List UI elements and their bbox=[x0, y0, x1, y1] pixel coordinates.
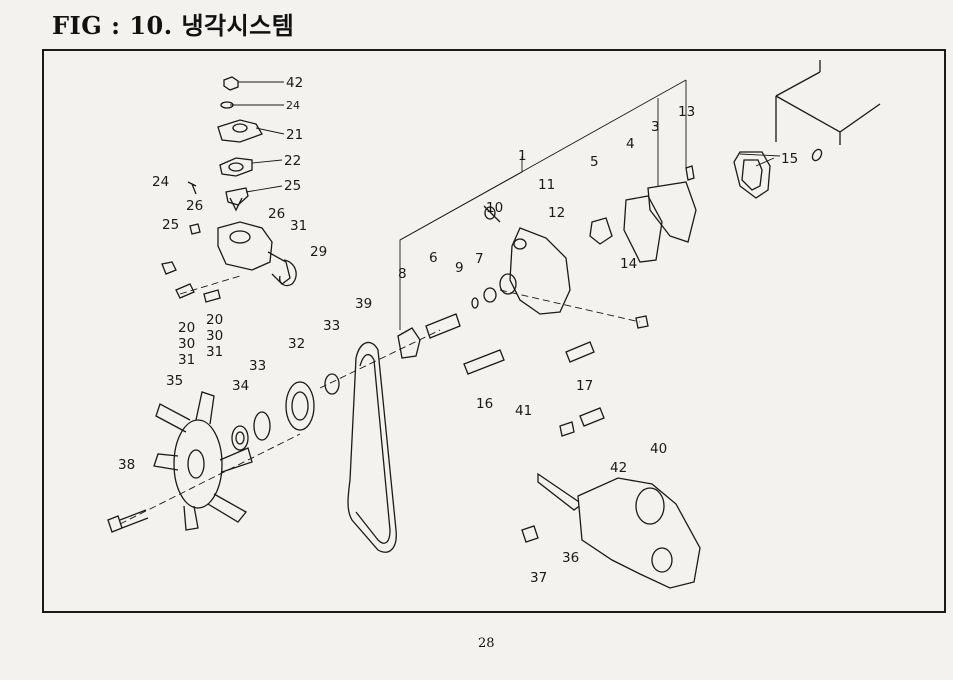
thermostat-housing bbox=[161, 76, 297, 303]
callout-label: 38 bbox=[118, 457, 135, 473]
callout-label: 13 bbox=[678, 104, 695, 120]
callout-label: 31 bbox=[178, 352, 195, 368]
callout-label: 8 bbox=[398, 266, 407, 282]
callout-label: 35 bbox=[166, 373, 183, 389]
callout-label: 14 bbox=[620, 256, 637, 272]
fan-spacer-and-pulley bbox=[231, 373, 340, 451]
page-number: 28 bbox=[478, 636, 495, 651]
v-belt bbox=[347, 341, 397, 553]
callout-label: 12 bbox=[548, 205, 565, 221]
callout-label: 26 bbox=[268, 206, 285, 222]
callout-label: 41 bbox=[515, 403, 532, 419]
diagram-frame bbox=[42, 49, 946, 613]
callout-label: 40 bbox=[650, 441, 667, 457]
gasket-15 bbox=[733, 148, 823, 199]
callout-label: 24 bbox=[152, 174, 169, 190]
callout-label: 21 bbox=[286, 127, 303, 143]
cooling-fan bbox=[153, 391, 253, 531]
callout-label: 1 bbox=[518, 148, 527, 164]
callout-label: 7 bbox=[475, 251, 484, 267]
callout-label: 42 bbox=[286, 75, 303, 91]
callout-label: 33 bbox=[249, 358, 266, 374]
callout-label: 30 bbox=[206, 328, 223, 344]
callout-label: 31 bbox=[206, 344, 223, 360]
fan-bolt bbox=[107, 509, 149, 533]
callout-label: 34 bbox=[232, 378, 249, 394]
callout-label: 9 bbox=[455, 260, 464, 276]
page-title: FIG : 10. 냉각시스템 bbox=[52, 11, 295, 40]
callout-label: 37 bbox=[530, 570, 547, 586]
front-cover bbox=[521, 472, 701, 589]
callout-label: 30 bbox=[178, 336, 195, 352]
callout-label: 36 bbox=[562, 550, 579, 566]
callout-label: 16 bbox=[476, 396, 493, 412]
callout-label: 32 bbox=[288, 336, 305, 352]
callout-label: 11 bbox=[538, 177, 555, 193]
callout-label: 3 bbox=[651, 119, 660, 135]
callout-label: 25 bbox=[284, 178, 301, 194]
callout-label: 4 bbox=[626, 136, 635, 152]
callout-label: 20 bbox=[206, 312, 223, 328]
callout-label: 39 bbox=[355, 296, 372, 312]
callout-label: 42 bbox=[610, 460, 627, 476]
callout-label: 6 bbox=[429, 250, 438, 266]
callout-label: 31 bbox=[290, 218, 307, 234]
callout-label: 20 bbox=[178, 320, 195, 336]
callout-label: 5 bbox=[590, 154, 599, 170]
callout-label: 26 bbox=[186, 198, 203, 214]
callout-label: 17 bbox=[576, 378, 593, 394]
callout-label: 29 bbox=[310, 244, 327, 260]
callout-label: 33 bbox=[323, 318, 340, 334]
radiator-outline bbox=[775, 60, 881, 145]
callout-label: 22 bbox=[284, 153, 301, 169]
callout-label: 24 bbox=[286, 99, 300, 112]
callout-label: 10 bbox=[486, 200, 503, 216]
callout-label: 25 bbox=[162, 217, 179, 233]
water-pump bbox=[397, 165, 697, 437]
callout-label: 15 bbox=[781, 151, 798, 167]
